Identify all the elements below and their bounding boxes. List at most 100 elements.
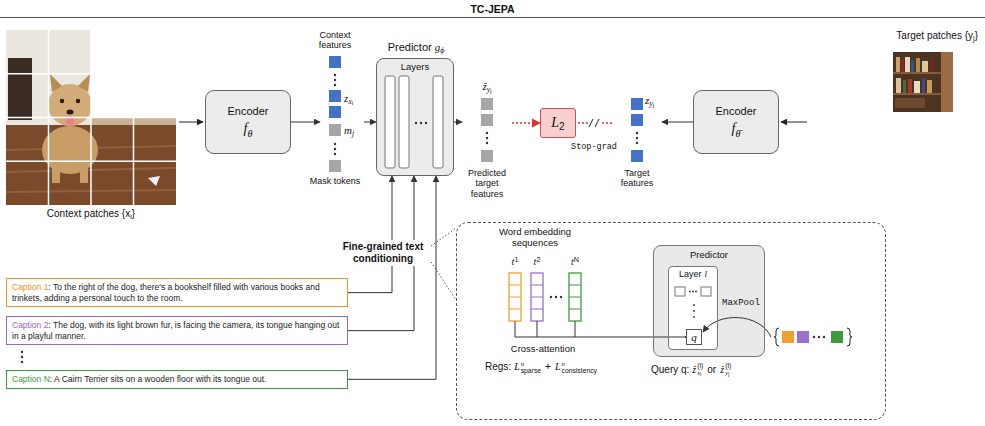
ellipsis-dot: [693, 310, 695, 312]
target-photo-part: [922, 61, 928, 72]
box-title-text: Encoder: [228, 105, 269, 117]
script-stack: nsparse: [521, 361, 541, 375]
context-feature-squares-part: [334, 148, 336, 150]
target-photo-part: [922, 78, 925, 93]
target-photo-part: [916, 58, 920, 72]
target-feature-squares-part: [631, 150, 643, 162]
caption-text: : A Cairn Terrier sits on a wooden floor…: [50, 374, 267, 384]
predicted-feature-squares-part: [486, 137, 488, 139]
context-photo-part: [6, 30, 176, 205]
context-photo-part: [67, 110, 74, 115]
query-symbol: q: [691, 332, 697, 343]
context-feature-squares-part: [334, 79, 336, 81]
formula-text: L: [551, 115, 559, 130]
predicted-feature-squares-part: [481, 150, 493, 162]
image-label: Target patches {yj}: [820, 30, 978, 43]
box-title: Layer: [679, 269, 702, 279]
layer-bar: [385, 76, 395, 168]
formula-text: θ: [247, 128, 252, 139]
pooled-token: [797, 331, 809, 343]
caption-heading: Caption 1: [12, 282, 48, 292]
formula-text: z: [645, 94, 649, 106]
box-title: Layerl: [669, 269, 717, 279]
feature-label: Predicted target features: [462, 168, 512, 199]
embedding-cell: [509, 285, 521, 309]
target-photo-part: [908, 79, 912, 93]
target-photo-part: [893, 73, 941, 94]
context-photo: [6, 30, 176, 205]
formula-text: 1: [514, 255, 518, 264]
context-photo-part: [50, 74, 62, 92]
ellipsis-dot: [813, 336, 815, 338]
formula-text: 2: [559, 121, 565, 132]
caption-box: Caption N: A Cairn Terrier sits on a woo…: [6, 370, 348, 389]
context-feature-squares-part: [334, 153, 336, 155]
formula-text: L: [514, 361, 520, 372]
target-feature-squares-part: [636, 132, 638, 134]
zoom-leader: [431, 228, 456, 300]
embedding-cell: [569, 285, 581, 309]
feature-label: Mask tokens: [305, 176, 365, 186]
context-feature-squares: [329, 56, 341, 172]
subscript: yj: [725, 370, 731, 378]
title-text: TC-JEPA: [470, 3, 514, 15]
target-feature-squares-part: [631, 114, 643, 126]
pooled-token: [831, 331, 843, 343]
ellipsis-dot: [555, 296, 557, 298]
superscript: (l): [697, 363, 703, 370]
panel-label-text: Word embedding sequences: [499, 226, 571, 248]
context-photo-part: [52, 165, 60, 183]
panel-label: Word embedding sequences: [487, 227, 583, 249]
feature-label-text: Target features: [621, 168, 654, 188]
target-feature-squares-part: [636, 142, 638, 144]
subscript-text: consistency: [562, 367, 598, 374]
ellipsis-dot: [693, 316, 695, 318]
title: TC-JEPA: [0, 3, 985, 15]
feature-label: Target features: [612, 168, 662, 189]
formula-text: j: [973, 34, 975, 43]
predicted-feature-squares-part: [486, 132, 488, 134]
predicted-feature-squares: [481, 98, 493, 162]
formula-text: m: [344, 124, 352, 136]
caption-ellipsis-part: [21, 351, 23, 353]
connector: [291, 122, 320, 123]
pooled-token: [782, 331, 794, 343]
formula: fθ̄: [732, 120, 741, 138]
script-stack: (l)yj: [725, 363, 731, 378]
caption-ellipsis-part: [21, 361, 23, 363]
target-photo-part: [893, 52, 953, 112]
box-title-text: Encoder: [716, 105, 757, 117]
set-brace: [847, 328, 852, 346]
formula-text: j: [490, 88, 491, 94]
target-photo-part: [930, 58, 934, 72]
sequence-label: tN: [565, 255, 585, 267]
panel-label: Cross-attention: [493, 343, 593, 354]
predictor-box: PredictorgϕLayers: [376, 58, 454, 176]
superscript-text: n: [562, 360, 565, 367]
input-arrow: [781, 122, 807, 123]
predicted-feature-squares-part: [481, 98, 493, 110]
formula-text: Regs:: [485, 361, 511, 372]
connector: [348, 176, 392, 293]
target-photo-part: [911, 60, 914, 72]
formula-text: t: [534, 256, 537, 267]
loss-box: L2: [540, 108, 576, 138]
query-box: q: [686, 329, 702, 345]
box-heading: Predictorgϕ: [347, 41, 485, 55]
formula-text: +: [545, 361, 551, 372]
formula-text: or: [707, 364, 716, 375]
context-feature-squares-part: [329, 160, 341, 172]
formula-text: θ̄: [735, 128, 740, 139]
target-photo-part: [914, 81, 920, 93]
formula-text: ẑ: [482, 80, 486, 92]
formula-text: t: [571, 256, 574, 267]
context-photo-part: [78, 74, 90, 92]
box-title: Predictor: [654, 249, 764, 260]
formula-text: f: [244, 121, 248, 136]
formula-text: L: [555, 361, 561, 372]
ellipsis-dot: [689, 291, 691, 293]
superscript: n: [562, 361, 598, 368]
subscript: consistency: [562, 368, 598, 375]
caption-box: Caption 2: The dog, with its light brown…: [6, 316, 348, 345]
